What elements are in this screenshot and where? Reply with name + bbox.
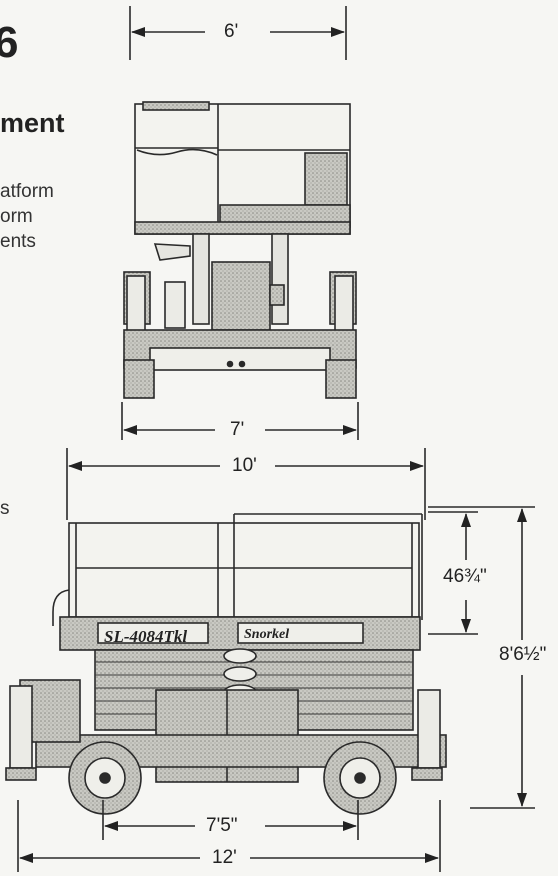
label-width-base: 7' bbox=[224, 419, 251, 441]
label-guardrail-height: 46¾" bbox=[437, 566, 493, 588]
side-view bbox=[5, 448, 535, 872]
side-text-line-4: s bbox=[0, 498, 10, 519]
label-stowed-height: 8'6½" bbox=[493, 644, 553, 666]
side-text-line-2: orm bbox=[0, 206, 33, 227]
side-text-line-3: ents bbox=[0, 231, 36, 252]
front-view bbox=[121, 6, 359, 440]
model-decal: SL-4084Tkl bbox=[104, 627, 187, 646]
page-subheading-fragment: ment bbox=[0, 108, 65, 138]
brand-decal: Snorkel bbox=[244, 627, 289, 642]
label-length-deck: 10' bbox=[226, 455, 263, 477]
side-text-line-1: atform bbox=[0, 181, 54, 202]
guardrail bbox=[68, 522, 420, 618]
label-wheelbase: 7'5" bbox=[200, 815, 244, 837]
label-width-top: 6' bbox=[218, 21, 245, 43]
label-overall-length: 12' bbox=[206, 847, 243, 869]
page-heading-fragment: 6 bbox=[0, 18, 19, 67]
base-motor-block bbox=[211, 261, 271, 331]
